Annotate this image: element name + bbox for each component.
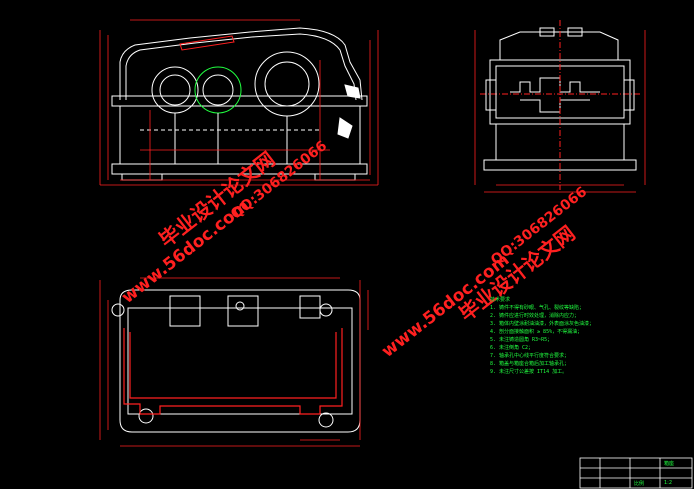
note-line: 5. 未注铸造圆角 R3~R5； [490, 337, 553, 343]
note-line: 9. 未注尺寸公差按 IT14 加工。 [490, 369, 568, 375]
technical-notes: 技术要求 1. 铸件不得有砂眼、气孔、裂纹等缺陷； 2. 铸件应进行时效处理，消… [490, 296, 640, 376]
title-block [579, 457, 693, 489]
title-block-scale-label: 比例 [634, 481, 645, 487]
front-view [111, 27, 368, 181]
side-view-dimensions [474, 30, 646, 193]
title-block-scale-value: 1:2 [664, 480, 673, 486]
note-line: 7. 轴承孔中心线平行度符合要求； [490, 353, 570, 359]
note-line: 1. 铸件不得有砂眼、气孔、裂纹等缺陷； [490, 305, 585, 311]
note-line: 6. 未注倒角 C2； [490, 345, 534, 351]
front-view-dimensions [99, 19, 379, 186]
note-line: 2. 铸件应进行时效处理，消除内应力； [490, 313, 580, 319]
note-line: 3. 箱体内壁涂耐油油漆，外表面涂灰色油漆； [490, 321, 595, 327]
top-view-section [123, 328, 343, 415]
note-line: 4. 剖分面接触面积 ≥ 85%，不得漏油； [490, 329, 583, 335]
title-block-part-name: 箱座 [664, 461, 675, 467]
note-line: 8. 箱盖与箱座合箱后加工轴承孔； [490, 361, 570, 367]
note-line: 技术要求 [490, 297, 511, 303]
top-view-dimensions [99, 277, 369, 447]
side-view [480, 20, 640, 190]
